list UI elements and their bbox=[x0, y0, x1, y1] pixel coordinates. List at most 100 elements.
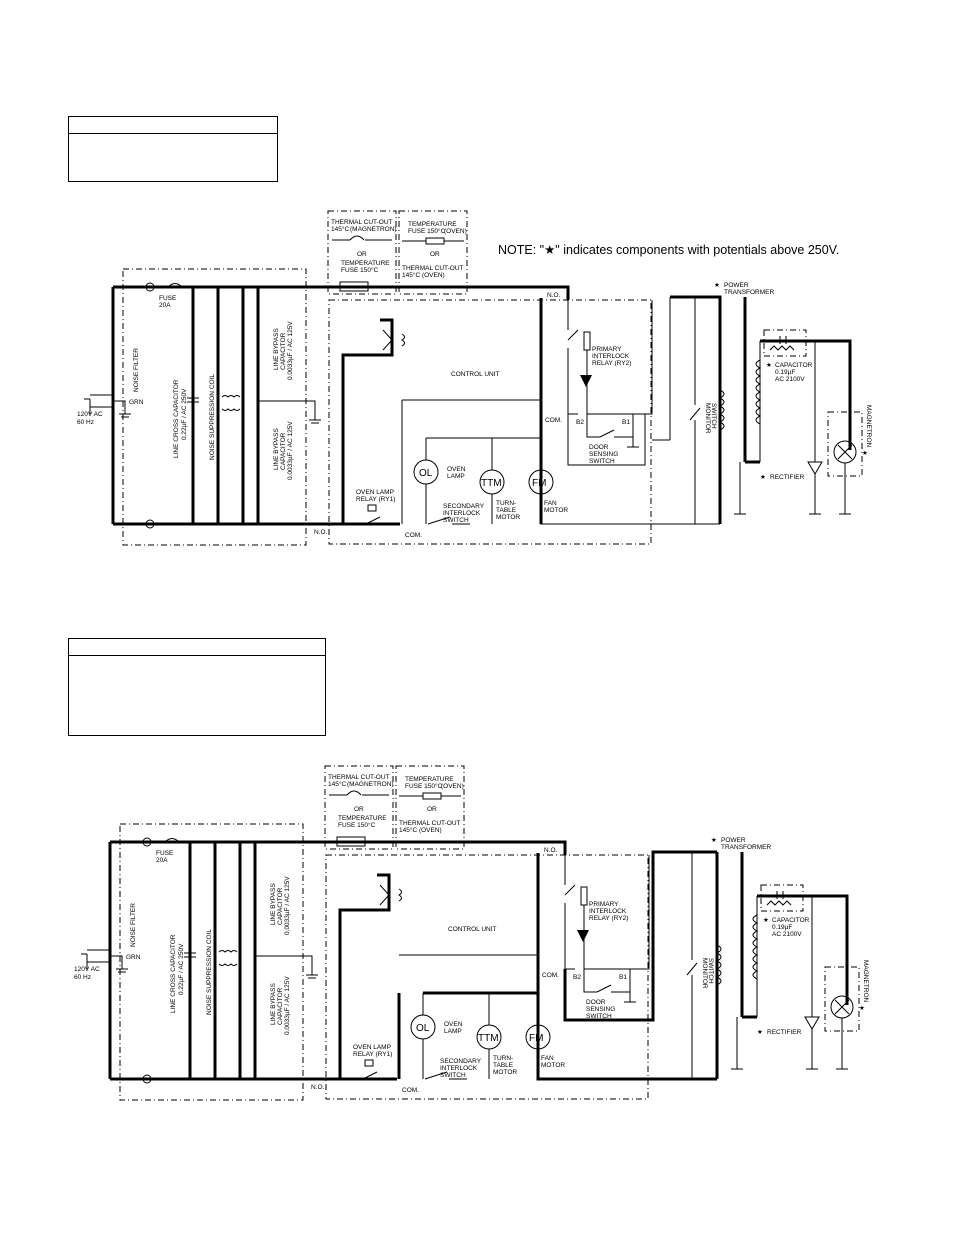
label-turntable-2: TABLE bbox=[496, 507, 517, 514]
label-thermal-cutout-magnetron: THERMAL CUT-OUT bbox=[328, 774, 390, 781]
label-grn: GRN bbox=[126, 954, 141, 961]
label-grn: GRN bbox=[129, 399, 144, 406]
star-rectifier: ★ bbox=[760, 473, 766, 481]
label-no-bottom: N.O. bbox=[314, 529, 328, 536]
label-temp-fuse-magnetron: TEMPERATURE bbox=[341, 260, 390, 267]
label-noise-filter: NOISE FILTER bbox=[130, 903, 137, 947]
label-line-bypass-1b: CAPACITOR bbox=[280, 332, 287, 370]
line-cross-capacitor-rails bbox=[191, 287, 220, 524]
label-b2: B2 bbox=[573, 974, 581, 981]
label-ttm: TTM bbox=[481, 478, 502, 489]
secondary-interlock-symbol bbox=[427, 516, 470, 525]
label-b2: B2 bbox=[576, 419, 584, 426]
label-monitor-2: SWITCH bbox=[707, 958, 714, 984]
label-or-2: OR bbox=[430, 251, 440, 258]
label-pt-2: TRANSFORMER bbox=[724, 289, 775, 296]
star-transformer: ★ bbox=[714, 281, 720, 289]
label-thermal-cutout-oven: THERMAL CUT-OUT bbox=[402, 265, 464, 272]
star-magnetron: ★ bbox=[862, 449, 868, 457]
relay-feed bbox=[341, 318, 394, 524]
label-control-unit: CONTROL UNIT bbox=[448, 926, 497, 933]
fuse-symbol bbox=[167, 283, 183, 288]
label-monitor-1: MONITOR bbox=[704, 403, 711, 434]
label-line-bypass-1: LINE BYPASS bbox=[270, 883, 277, 925]
thermal-option-box-oven bbox=[398, 210, 468, 295]
label-turntable-2: TABLE bbox=[493, 1062, 514, 1069]
oven-lamp-relay-contact bbox=[365, 516, 381, 525]
caption-box-2-header bbox=[69, 639, 325, 656]
label-primary-2: INTERLOCK bbox=[592, 353, 630, 360]
label-control-unit: CONTROL UNIT bbox=[451, 371, 500, 378]
label-fan-1: FAN bbox=[541, 1055, 554, 1062]
label-primary-1: PRIMARY bbox=[589, 901, 619, 908]
label-thermal-cutout-magnetron-temp: 145°C bbox=[331, 225, 349, 233]
label-line-cross-capacitor-value: 0.22µF / AC 250V bbox=[181, 388, 188, 440]
label-rectifier: RECTIFIER bbox=[767, 1029, 802, 1036]
label-door-1: DOOR bbox=[589, 444, 609, 451]
label-line-bypass-2-value: 0.0033µF / AC 125V bbox=[284, 976, 291, 1035]
star-capacitor: ★ bbox=[766, 361, 772, 369]
label-oven-lamp-1: OVEN bbox=[444, 1021, 463, 1028]
primary-relay-contact bbox=[567, 300, 579, 415]
label-line-cross-capacitor: LINE CROSS CAPACITOR bbox=[173, 379, 180, 458]
label-fuse-rating: 20A bbox=[159, 302, 171, 309]
label-cap-3: AC 2100V bbox=[775, 376, 805, 383]
door-sensing-switch-symbol bbox=[599, 429, 615, 438]
label-or-1: OR bbox=[357, 251, 367, 258]
star-rectifier: ★ bbox=[757, 1028, 763, 1036]
label-door-2: SENSING bbox=[589, 451, 618, 458]
label-ol: OL bbox=[416, 1023, 430, 1034]
label-b1: B1 bbox=[619, 974, 627, 981]
label-fm: FM bbox=[532, 478, 546, 489]
label-oven-lamp-2: LAMP bbox=[447, 473, 465, 480]
label-temp-fuse-oven-temp: FUSE 150°C bbox=[408, 227, 446, 235]
high-voltage-note: NOTE: "★" indicates components with pote… bbox=[498, 243, 839, 257]
label-oven-lamp-1: OVEN bbox=[447, 466, 466, 473]
label-monitor-2: SWITCH bbox=[710, 403, 717, 429]
noise-coil-symbol bbox=[221, 395, 241, 411]
label-ttm: TTM bbox=[478, 1033, 499, 1044]
label-cap-1: CAPACITOR bbox=[772, 917, 810, 924]
label-magnetron: MAGNETRON bbox=[862, 960, 869, 1003]
label-thermal-cutout-oven-temp: 145°C (OVEN) bbox=[402, 271, 445, 279]
temp-fuse-symbol-main bbox=[339, 281, 369, 292]
hv-capacitor-symbol bbox=[769, 336, 795, 351]
label-noise-suppression-coil: NOISE SUPPRESSION COIL bbox=[209, 374, 216, 460]
label-sec-1: SECONDARY bbox=[440, 1058, 482, 1065]
label-fan-2: MOTOR bbox=[541, 1062, 565, 1069]
label-no-top: N.O. bbox=[544, 847, 558, 854]
label-turntable-1: TURN- bbox=[493, 1055, 513, 1062]
label-ol-relay-1: OVEN LAMP bbox=[356, 489, 394, 496]
label-line-bypass-2-value: 0.0033µF / AC 125V bbox=[287, 421, 294, 480]
label-b1: B1 bbox=[622, 419, 630, 426]
star-capacitor: ★ bbox=[763, 916, 769, 924]
thermal-option-box-magnetron bbox=[327, 210, 397, 295]
label-thermal-cutout-magnetron-temp: 145°C bbox=[328, 780, 346, 788]
control-unit-box bbox=[328, 299, 652, 545]
label-line-bypass-2b: CAPACITOR bbox=[277, 987, 284, 1025]
label-temp-fuse-magnetron-temp: FUSE 150°C bbox=[341, 266, 379, 274]
label-ol-relay-1: OVEN LAMP bbox=[353, 1044, 391, 1051]
label-line-bypass-1b: CAPACITOR bbox=[277, 887, 284, 925]
label-pt-1: POWER bbox=[724, 282, 749, 289]
caption-box-1 bbox=[68, 116, 278, 182]
terminal-l bbox=[145, 282, 155, 292]
live-bus bbox=[113, 285, 570, 300]
bypass-ground bbox=[258, 400, 321, 424]
label-fuse-rating: 20A bbox=[156, 857, 168, 864]
label-supply-freq: 60 Hz bbox=[77, 419, 94, 426]
label-magnetron: MAGNETRON bbox=[865, 405, 872, 448]
label-line-bypass-2b: CAPACITOR bbox=[280, 432, 287, 470]
diode-symbol bbox=[580, 375, 592, 387]
label-noise-filter: NOISE FILTER bbox=[133, 348, 140, 392]
schematic-diagram-1: THERMAL CUT-OUT 145°C (MAGNETRON) OR TEM… bbox=[77, 210, 872, 546]
label-ol-relay-2: RELAY (RY1) bbox=[356, 496, 395, 503]
terminal-n bbox=[145, 519, 155, 529]
label-turntable-3: MOTOR bbox=[496, 514, 520, 521]
schematic-diagram-2: THERMAL CUT-OUT 145°C (MAGNETRON) OR TEM… bbox=[74, 765, 869, 1101]
label-supply-freq: 60 Hz bbox=[74, 974, 91, 981]
label-temp-fuse-oven-temp: FUSE 150°C bbox=[405, 782, 443, 790]
label-sec-1: SECONDARY bbox=[443, 503, 485, 510]
noise-filter-box bbox=[122, 268, 307, 546]
